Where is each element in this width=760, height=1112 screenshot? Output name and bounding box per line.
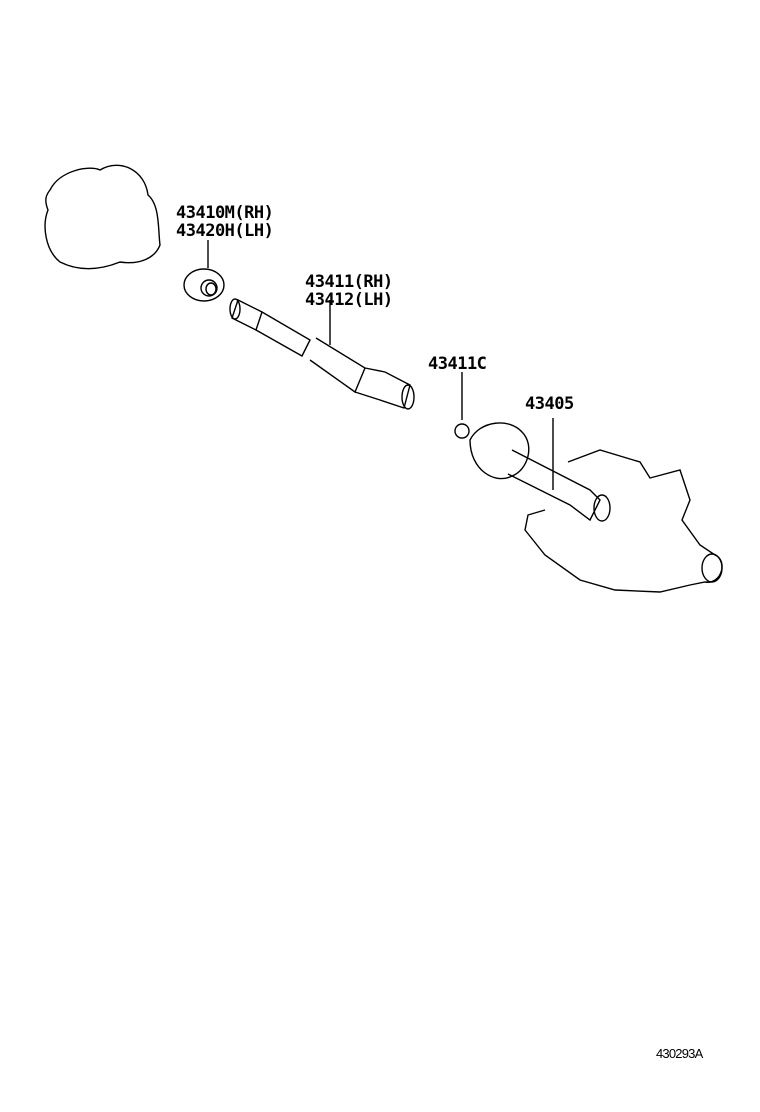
snap-ring-part-number: 43411C (428, 354, 487, 374)
inboard-joint-part-number: 43405 (525, 394, 574, 414)
shaft-part-number-lh: 43412(LH) (305, 290, 393, 310)
intermediate-shaft (229, 298, 415, 410)
inboard-joint (469, 418, 611, 522)
oil-seal (183, 268, 225, 302)
shaft-part-number-rh: 43411(RH) (305, 272, 393, 292)
transaxle-case-outline (44, 164, 161, 270)
diagram-code: 430293A (656, 1046, 703, 1061)
snap-ring (454, 423, 470, 439)
seal-part-number-rh: 43410M(RH) (176, 203, 274, 223)
seal-part-number-lh: 43420H(LH) (176, 221, 274, 241)
